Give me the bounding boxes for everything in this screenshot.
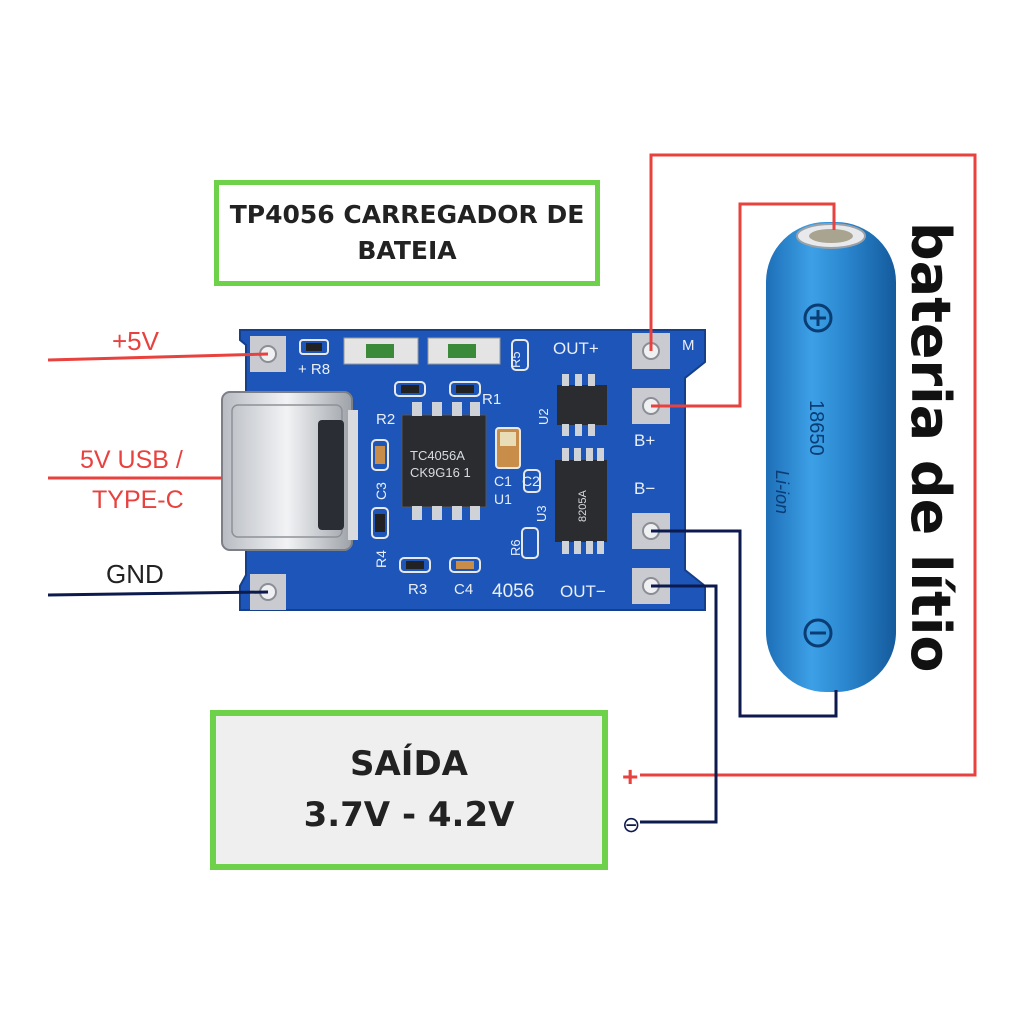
chip-main-marking-2: CK9G16 1 xyxy=(410,465,471,480)
tp4056-board: + R8 R2 R1 R3 R4 C3 C4 C1 C2 U1 U2 U3 R5… xyxy=(221,329,706,611)
battery-plus-mark xyxy=(803,303,833,333)
silk-r2: R2 xyxy=(376,411,395,428)
chip-main-marking-1: TC4056A xyxy=(410,448,465,463)
label-usb-line2: TYPE-C xyxy=(92,486,184,514)
resistor-r4 xyxy=(371,507,389,539)
silk-r1: R1 xyxy=(482,391,501,408)
label-usb-line1: 5V USB / xyxy=(80,446,183,474)
wire-b-minus xyxy=(651,529,838,718)
output-line-2: 3.7V - 4.2V xyxy=(303,795,515,835)
silk-r3: R3 xyxy=(408,581,427,598)
output-plus-symbol: + xyxy=(622,761,638,792)
wire-plus5v xyxy=(47,352,269,362)
wire-gnd xyxy=(47,590,269,597)
title-box: TP4056 CARREGADOR DE BATEIA xyxy=(214,180,600,286)
battery-label: bateria de lítio xyxy=(899,222,962,672)
chip-8205a xyxy=(555,448,607,554)
chip-u2 xyxy=(557,374,607,436)
title-line-2: BATEIA xyxy=(357,236,457,265)
resistor-r5 xyxy=(511,339,529,371)
title-line-1: TP4056 CARREGADOR DE xyxy=(229,199,585,229)
silk-model: 4056 xyxy=(492,581,534,602)
label-gnd: GND xyxy=(106,559,164,589)
battery-model: 18650 xyxy=(805,400,827,456)
silk-c3: C3 xyxy=(373,482,389,500)
silk-m: M xyxy=(682,337,695,354)
led-green xyxy=(427,337,501,365)
resistor-r3 xyxy=(399,557,431,573)
silk-u2: U2 xyxy=(536,408,551,425)
wire-out-minus xyxy=(640,584,718,824)
silk-r6: R6 xyxy=(508,539,523,556)
silk-b-plus: B+ xyxy=(634,431,655,450)
silk-r4: R4 xyxy=(373,550,389,568)
wire-b-plus xyxy=(651,202,836,408)
silk-b-minus: B− xyxy=(634,479,655,498)
battery-minus-mark xyxy=(803,618,833,648)
cap-c3 xyxy=(371,439,389,471)
wires xyxy=(47,153,977,824)
battery-18650: 18650 Li-ion xyxy=(766,222,896,692)
output-box: SAÍDA 3.7V - 4.2V xyxy=(210,710,608,870)
cap-c4 xyxy=(449,557,481,573)
usb-type-c-connector xyxy=(221,391,358,551)
silk-u1: U1 xyxy=(494,491,512,507)
output-line-1: SAÍDA xyxy=(350,744,468,784)
resistor-r1 xyxy=(449,381,481,397)
silk-c1: C1 xyxy=(494,473,512,489)
resistor-r2 xyxy=(394,381,426,397)
resistor-r6 xyxy=(521,527,539,559)
silk-c2: C2 xyxy=(522,473,540,489)
silk-u3: U3 xyxy=(534,505,549,522)
silk-plus-r8: + R8 xyxy=(298,361,330,378)
battery-type: Li-ion xyxy=(772,470,792,514)
chip-small-marking: 8205A xyxy=(577,490,589,522)
silk-c4: C4 xyxy=(454,581,473,598)
wire-out-plus xyxy=(640,153,977,777)
silk-r5: R5 xyxy=(508,351,523,368)
silk-out-minus: OUT− xyxy=(560,582,606,601)
output-minus-symbol: ⊖ xyxy=(622,812,640,837)
silk-out-plus: OUT+ xyxy=(553,339,599,358)
chip-tc4056a xyxy=(401,402,487,520)
cap-c2 xyxy=(523,469,541,493)
label-plus5v: +5V xyxy=(112,326,160,356)
